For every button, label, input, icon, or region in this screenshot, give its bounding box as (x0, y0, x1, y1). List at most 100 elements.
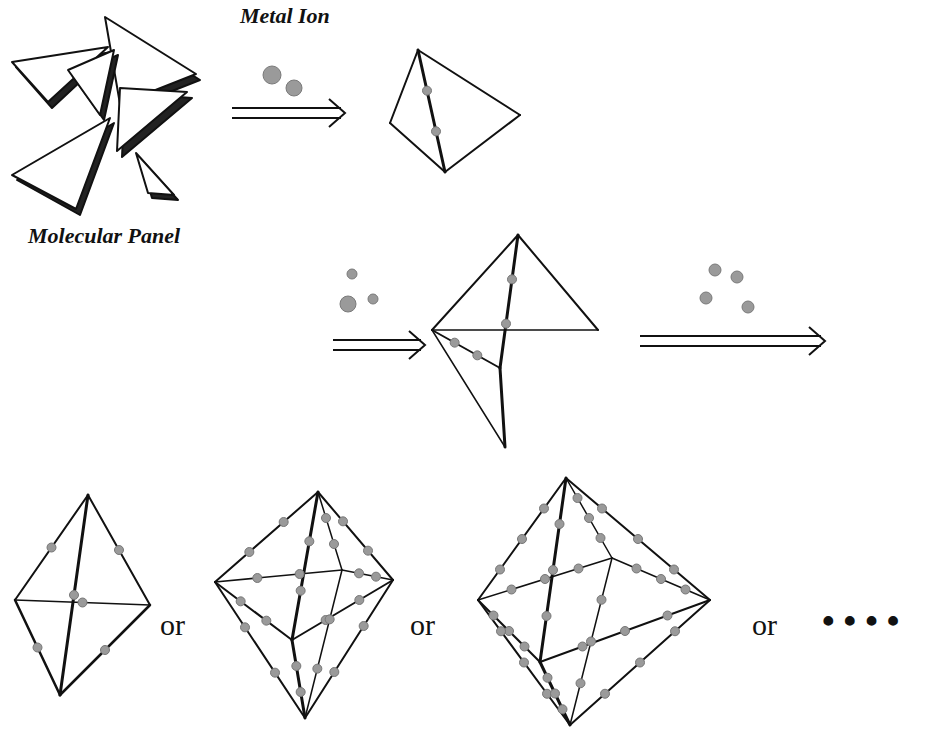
cage-edge (15, 600, 60, 695)
metal-ion (70, 591, 79, 600)
cage-edge (566, 478, 612, 558)
metal-ion (601, 689, 610, 698)
metal-ion (241, 623, 250, 632)
cage-edge (432, 330, 505, 447)
metal-ion (634, 535, 643, 544)
metal-ion (596, 534, 605, 543)
metal-ion (632, 564, 641, 573)
metal-ion (423, 86, 432, 95)
metal-ion (555, 520, 564, 529)
metal-ion (671, 627, 680, 636)
metal-ion (508, 275, 517, 284)
or-text: or (410, 608, 435, 641)
cage-edge (478, 558, 612, 600)
cage-edge (60, 605, 150, 695)
cage-edge (318, 492, 393, 580)
cage-edge (540, 600, 710, 662)
arrow-line (333, 339, 421, 341)
arrow-head (809, 327, 825, 355)
cage-edge (305, 570, 342, 718)
ellipsis-dots: • • • • (822, 602, 899, 642)
cage-edge (390, 123, 445, 172)
cage-edge (418, 50, 520, 115)
assembled-cages (15, 50, 710, 725)
metal-ion (551, 689, 560, 698)
metal-ion (507, 585, 516, 594)
metal-ion (322, 514, 331, 523)
metal-ion (541, 575, 550, 584)
cage-edge (540, 662, 570, 725)
cage-edge (478, 600, 540, 662)
metal-ion (295, 570, 304, 579)
cage-edge (292, 580, 393, 640)
metal-ion (497, 627, 506, 636)
metal-ion (78, 598, 87, 607)
metal-ion (518, 535, 527, 544)
arrow-line (333, 349, 421, 351)
cage-edge (215, 492, 318, 582)
metal-ion (292, 662, 301, 671)
metal-ion (245, 548, 254, 557)
metal-ion (236, 597, 245, 606)
cage-edge (478, 600, 570, 725)
arrow-line (640, 345, 821, 347)
arrow-head (329, 99, 345, 127)
metal-ion (520, 642, 529, 651)
metal-ion (585, 514, 594, 523)
metal-ion (657, 575, 666, 584)
metal-ion (574, 564, 583, 573)
cage (432, 235, 598, 447)
metal-ions (263, 66, 754, 313)
metal-ion (558, 705, 567, 714)
metal-ion (576, 679, 585, 688)
cage-edge (390, 50, 418, 123)
cage-edge (518, 235, 598, 330)
cage-edge (60, 495, 88, 695)
metal-ion (636, 658, 645, 667)
cage-edge (432, 235, 518, 330)
cage-edge (612, 558, 710, 600)
metal-ion (271, 668, 280, 677)
metal-ion (364, 546, 373, 555)
metal-ion (325, 615, 334, 624)
metal-ion (496, 565, 505, 574)
cage-edge (305, 580, 393, 718)
cage (478, 478, 710, 725)
metal-ion (489, 611, 498, 620)
cage-edge (342, 570, 393, 580)
cage-edge (500, 368, 505, 447)
metal-ion (549, 566, 558, 575)
molecular-panels (12, 17, 200, 215)
cage (215, 492, 393, 718)
cage-edge (318, 492, 342, 570)
metal-ion (432, 127, 441, 136)
cage-edge (215, 582, 305, 718)
metal-ion (305, 537, 314, 546)
metal-ion (279, 518, 288, 527)
cage-edge (215, 582, 292, 640)
or-text: or (160, 608, 185, 641)
metal-ion (598, 504, 607, 513)
cage-edge (215, 570, 342, 582)
metal-ion (262, 616, 271, 625)
arrow-line (640, 335, 821, 337)
metal-ion (681, 585, 690, 594)
cage-edge (570, 600, 710, 725)
metal-ion (33, 643, 42, 652)
cage-edge (418, 50, 445, 172)
metal-ion (355, 596, 364, 605)
metal-ion (542, 612, 551, 621)
metal-ion (339, 517, 348, 526)
metal-ion (296, 688, 305, 697)
metal-ion (520, 658, 529, 667)
metal-ion (540, 504, 549, 513)
metal-ion (597, 595, 606, 604)
cage-edge (432, 330, 500, 368)
metal-ion (450, 338, 459, 347)
cage (390, 50, 520, 172)
cage-edge (566, 478, 710, 600)
arrow-line (232, 117, 341, 119)
metal-ion (355, 569, 364, 578)
or-text: or (752, 608, 777, 641)
